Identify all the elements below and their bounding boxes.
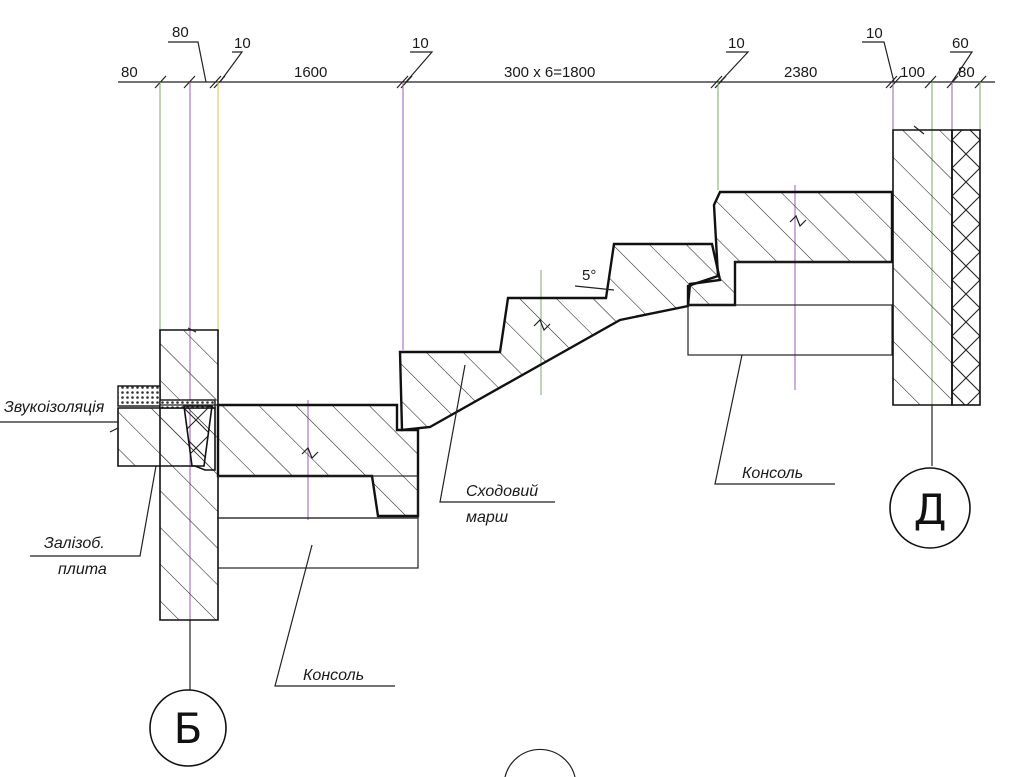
dim-80-top: 80 (172, 24, 189, 41)
labels: Звукоізоляція Залізоб. плита Сходовий ма… (0, 354, 835, 687)
dim-2380: 2380 (784, 64, 817, 81)
dim-10-c: 10 (728, 35, 745, 52)
label-stair-flight-line1: Сходовий (466, 483, 538, 500)
dim-1600: 1600 (294, 64, 327, 81)
dim-80-left: 80 (121, 64, 138, 81)
axis-b: Б (149, 620, 227, 767)
dim-10-d: 10 (866, 25, 883, 42)
label-console-right: Консоль (742, 465, 803, 482)
construction-lines (159, 82, 981, 690)
angle-mark: 5° (574, 267, 615, 291)
dim-100: 100 (900, 64, 925, 81)
lower-landing-slab (160, 403, 420, 569)
upper-landing-slab (686, 190, 894, 356)
stair-flight (398, 242, 722, 432)
axis-b-label: Б (174, 704, 203, 753)
dim-60: 60 (952, 35, 969, 52)
label-stair-flight-line2: марш (466, 509, 508, 526)
axis-d-label: Д (914, 485, 947, 534)
dimension-chain: 80 80 10 1600 10 300 x 6=1800 10 2380 10… (118, 24, 995, 89)
break-marks (109, 214, 807, 460)
angle-label: 5° (582, 267, 596, 284)
right-wall (892, 125, 981, 406)
axis-d: Д (889, 405, 971, 549)
dim-10-a: 10 (234, 35, 251, 52)
label-rc-slab-line1: Залізоб. (44, 535, 105, 552)
left-wall (159, 327, 219, 621)
partial-axis-bubble (504, 748, 576, 777)
dim-1800: 300 x 6=1800 (504, 64, 595, 81)
label-console-left: Консоль (303, 667, 364, 684)
dim-10-b: 10 (412, 35, 429, 52)
label-rc-slab-line2: плита (58, 561, 107, 578)
label-sound-insulation: Звукоізоляція (4, 399, 105, 416)
dim-80-right: 80 (958, 64, 975, 81)
left-floor-slab (117, 385, 216, 471)
